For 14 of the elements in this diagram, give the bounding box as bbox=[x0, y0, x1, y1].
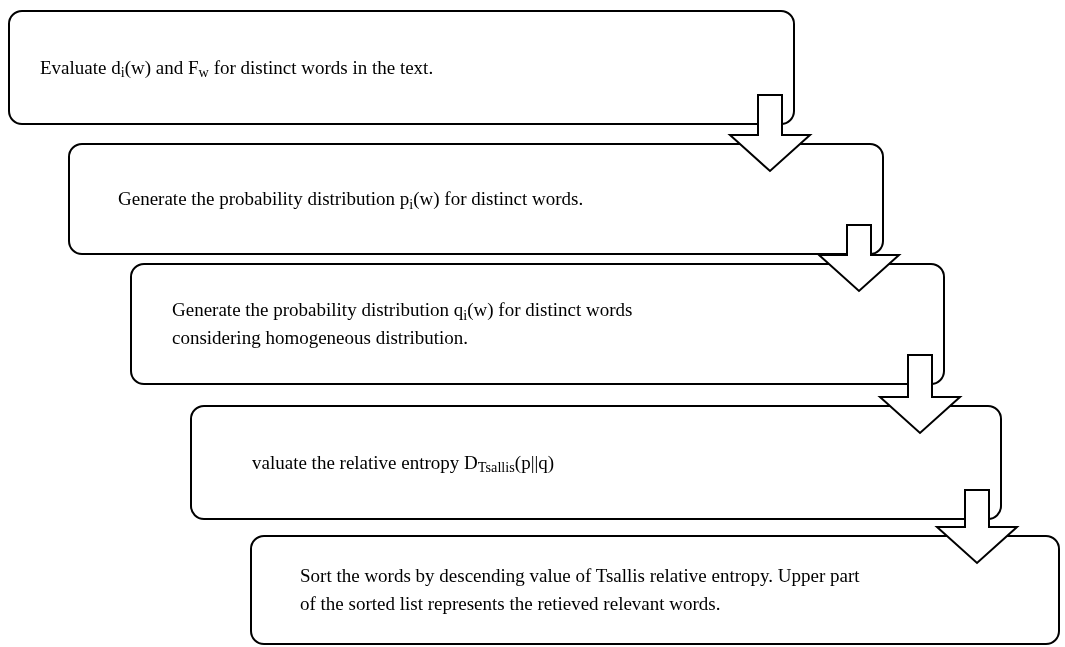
process-box bbox=[130, 263, 945, 385]
block-arrow bbox=[727, 94, 813, 173]
step-text: Evaluate d$_{i}$(w) and F$_{w}$ for distinct words in the text. bbox=[40, 55, 434, 82]
block-arrow bbox=[816, 224, 902, 293]
process-box bbox=[190, 405, 1002, 520]
step-text: Generate the probability distribution p$_{i}$(w) for distinct words. bbox=[118, 187, 584, 213]
step-text: Sort the words by descending value of Tsallis relative entropy. Upper part of the sorted list represents the retieved relevant words. bbox=[300, 564, 861, 616]
process-box bbox=[250, 535, 1060, 645]
process-box bbox=[68, 143, 884, 255]
step-text: Generate the probability distribution q$_{i}$(w) for distinct words considering homogeneous distribution. bbox=[172, 298, 634, 350]
step-text: valuate the relative entropy D$_{Tsallis}$(p||q) bbox=[252, 450, 555, 477]
process-box bbox=[8, 10, 795, 125]
block-arrow bbox=[934, 489, 1020, 565]
block-arrow bbox=[877, 354, 963, 435]
